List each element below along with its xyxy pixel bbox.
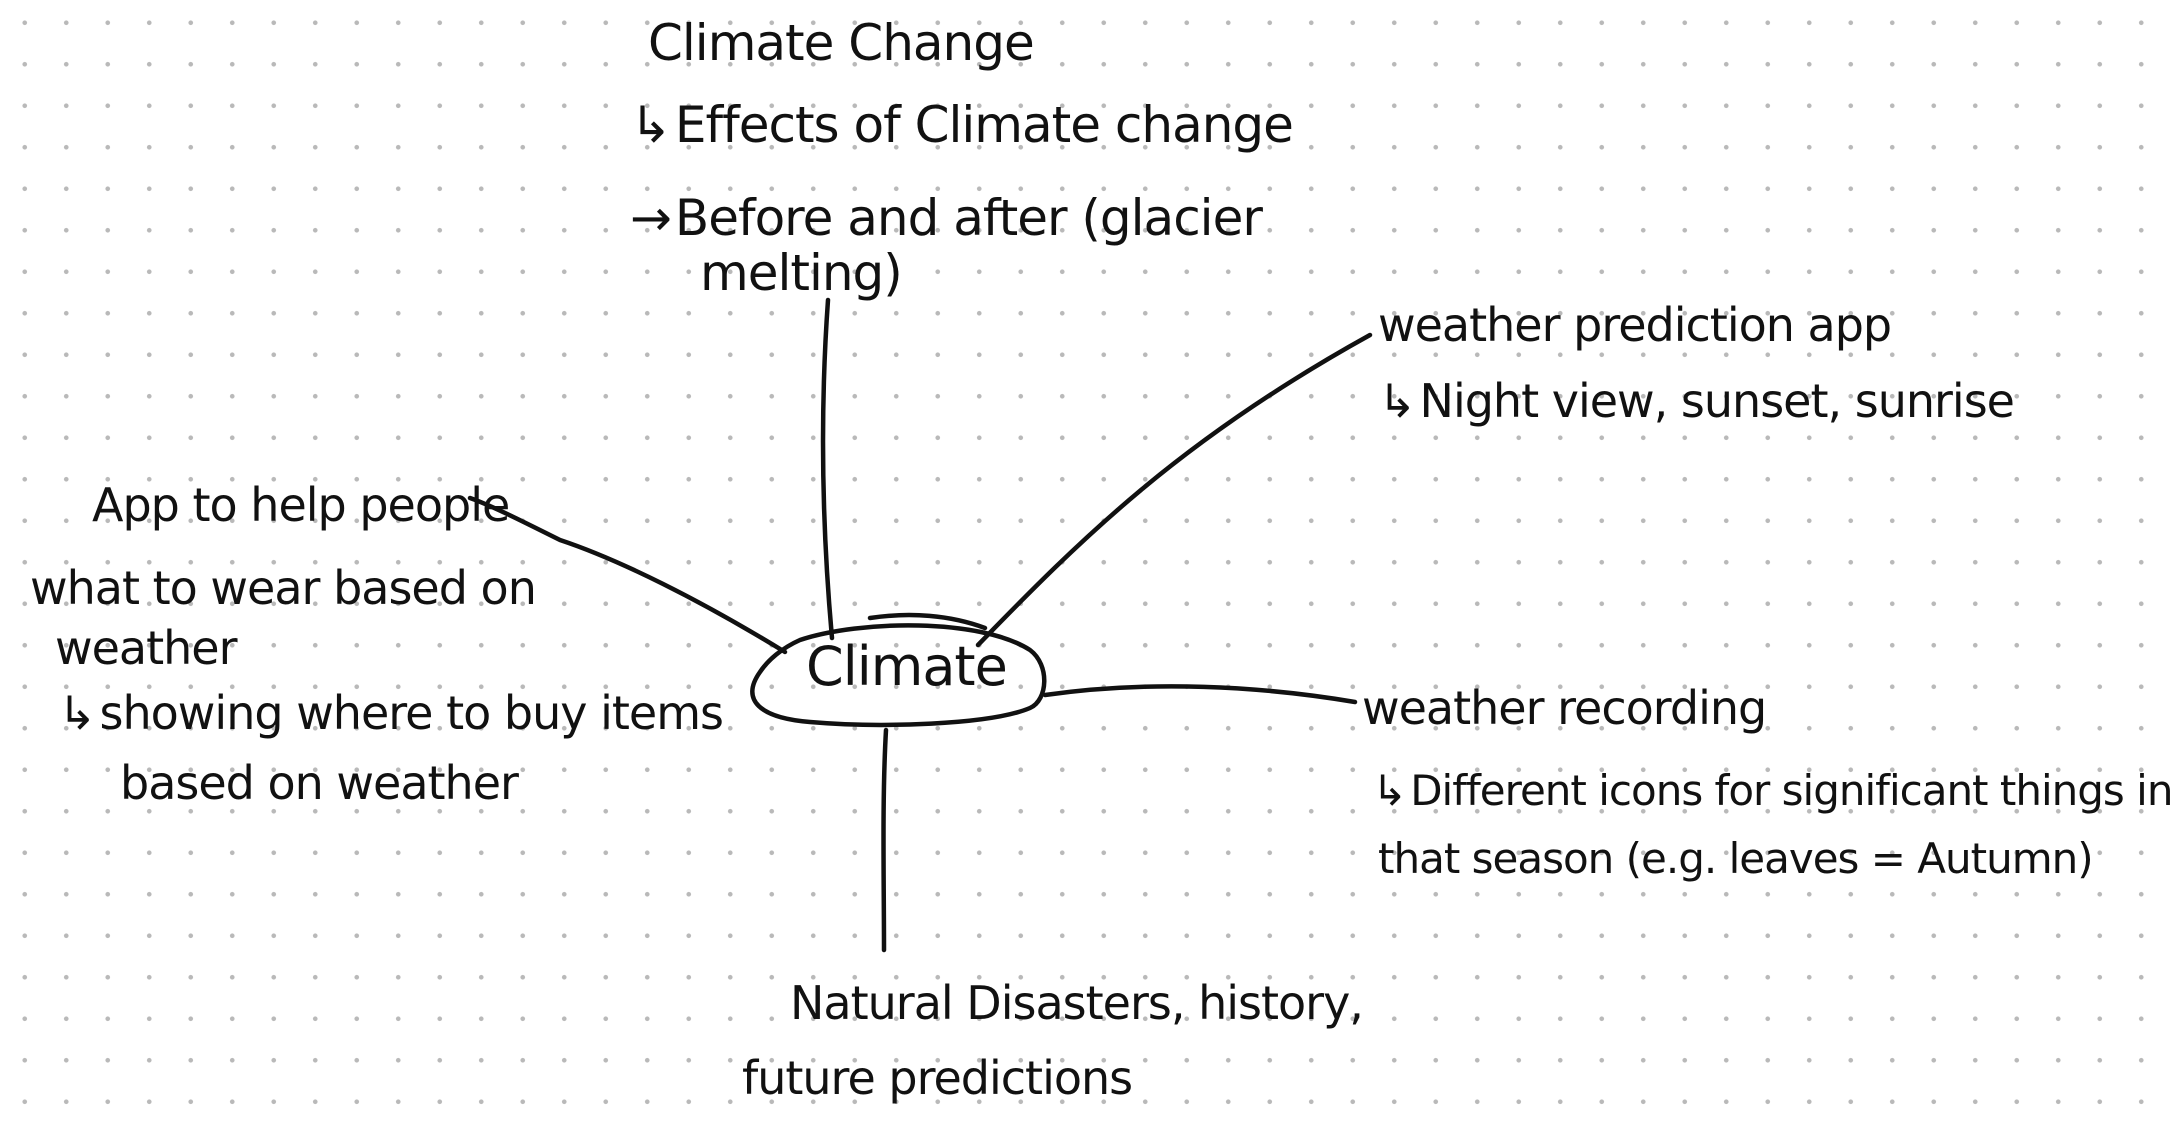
wear-app-sub-text: showing where to buy items [99,686,724,740]
connector-weather-recording [1042,684,1358,705]
wear-app-line2: what to wear based on [30,561,537,615]
climate-change-melting: melting) [700,244,903,302]
climate-change-title: Climate Change [648,14,1035,72]
climate-change-effects: ↳Effects of Climate change [630,96,1294,154]
climate-change-before-after-text: Before and after (glacier [674,189,1263,247]
center-ellipse [750,623,1047,728]
hooked-arrow-icon: ↳ [1372,766,1407,815]
weather-prediction-title: weather prediction app [1378,298,1892,352]
weather-recording-sub: ↳Different icons for significant things … [1372,766,2173,815]
center-ellipse-top-stroke [867,612,988,631]
weather-recording-line2: that season (e.g. leaves = Autumn) [1378,834,2094,883]
weather-prediction-sub-text: Night view, sunset, sunrise [1419,374,2015,428]
wear-app-line5: based on weather [120,756,519,810]
right-arrow-icon: → [630,189,672,247]
connector-climate-change [820,297,835,641]
connector-natural-disasters [881,727,889,953]
hooked-arrow-icon: ↳ [1378,374,1417,428]
climate-change-effects-text: Effects of Climate change [674,96,1294,154]
weather-prediction-sub: ↳Night view, sunset, sunrise [1378,374,2015,428]
connector-weather-prediction [975,332,1373,648]
connector-what-to-wear [467,495,788,655]
hooked-arrow-icon: ↳ [630,96,672,154]
natural-disasters-line2: future predictions [742,1051,1133,1105]
hooked-arrow-icon: ↳ [58,686,97,740]
weather-recording-title: weather recording [1362,681,1767,735]
climate-change-before-after: →Before and after (glacier [630,189,1263,247]
wear-app-line1: App to help people [92,478,510,532]
wear-app-sub: ↳showing where to buy items [58,686,724,740]
wear-app-line3: weather [55,621,238,675]
natural-disasters-line1: Natural Disasters, history, [790,976,1364,1030]
center-node-label: Climate [806,635,1008,698]
weather-recording-sub-text: Different icons for significant things i… [1410,766,2173,815]
